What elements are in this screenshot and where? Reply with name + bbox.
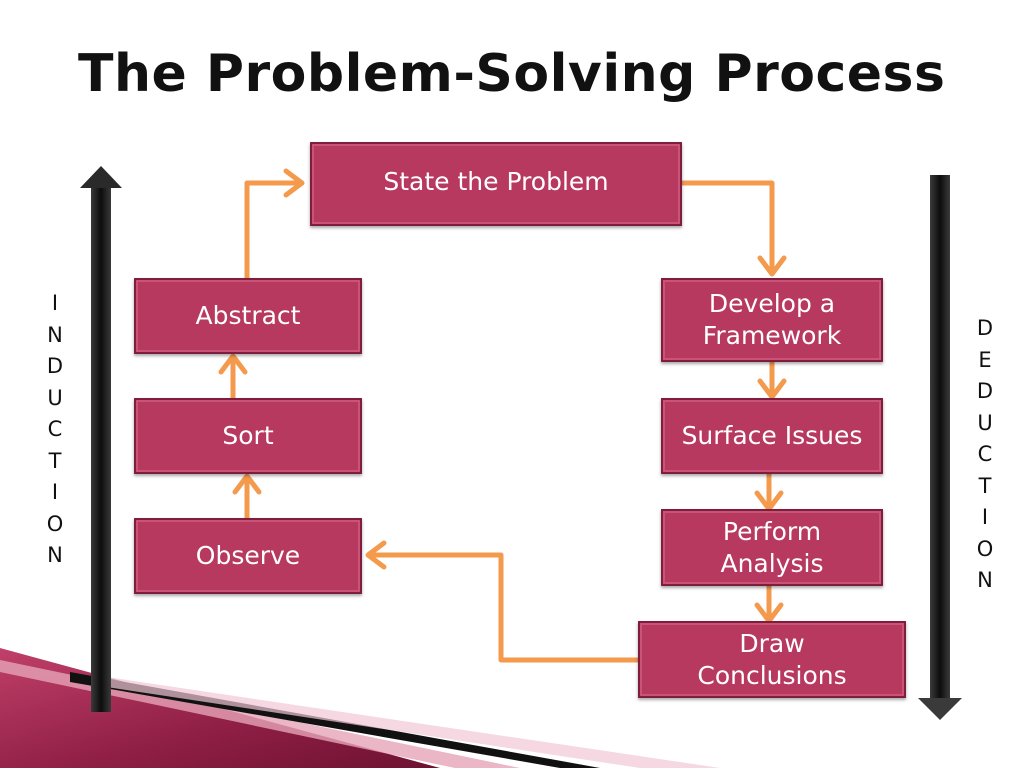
box-abstract-label: Abstract xyxy=(195,301,301,330)
box-observe-label: Observe xyxy=(195,541,301,570)
box-surface-issues-label: Surface Issues xyxy=(681,421,863,450)
box-perform-analysis: Perform Analysis xyxy=(661,509,883,586)
induction-arrow-bar xyxy=(80,166,122,712)
box-state-the-problem: State the Problem xyxy=(310,142,682,226)
deduction-label: D E D U C T I O N xyxy=(976,316,994,592)
box-sort-label: Sort xyxy=(222,421,274,450)
arrow-abstract-to-state xyxy=(244,180,303,281)
box-state-the-problem-label: State the Problem xyxy=(383,167,609,196)
box-develop-a-framework: Develop a Framework xyxy=(661,278,883,362)
induction-label: I N D U C T I O N xyxy=(46,291,64,567)
box-observe: Observe xyxy=(134,518,362,594)
box-perform-analysis-label: Perform Analysis xyxy=(720,516,824,578)
box-draw-conclusions-label: Draw Conclusions xyxy=(697,628,847,690)
page-title: The Problem-Solving Process xyxy=(78,44,946,104)
box-develop-a-framework-label: Develop a Framework xyxy=(702,289,842,350)
deduction-arrow-bar xyxy=(918,175,962,720)
box-draw-conclusions: Draw Conclusions xyxy=(638,621,906,698)
arrow-state-to-develop xyxy=(679,180,775,275)
arrow-draw-to-observe xyxy=(367,552,641,663)
box-sort: Sort xyxy=(134,398,362,474)
box-surface-issues: Surface Issues xyxy=(661,398,883,474)
box-abstract: Abstract xyxy=(134,278,362,354)
